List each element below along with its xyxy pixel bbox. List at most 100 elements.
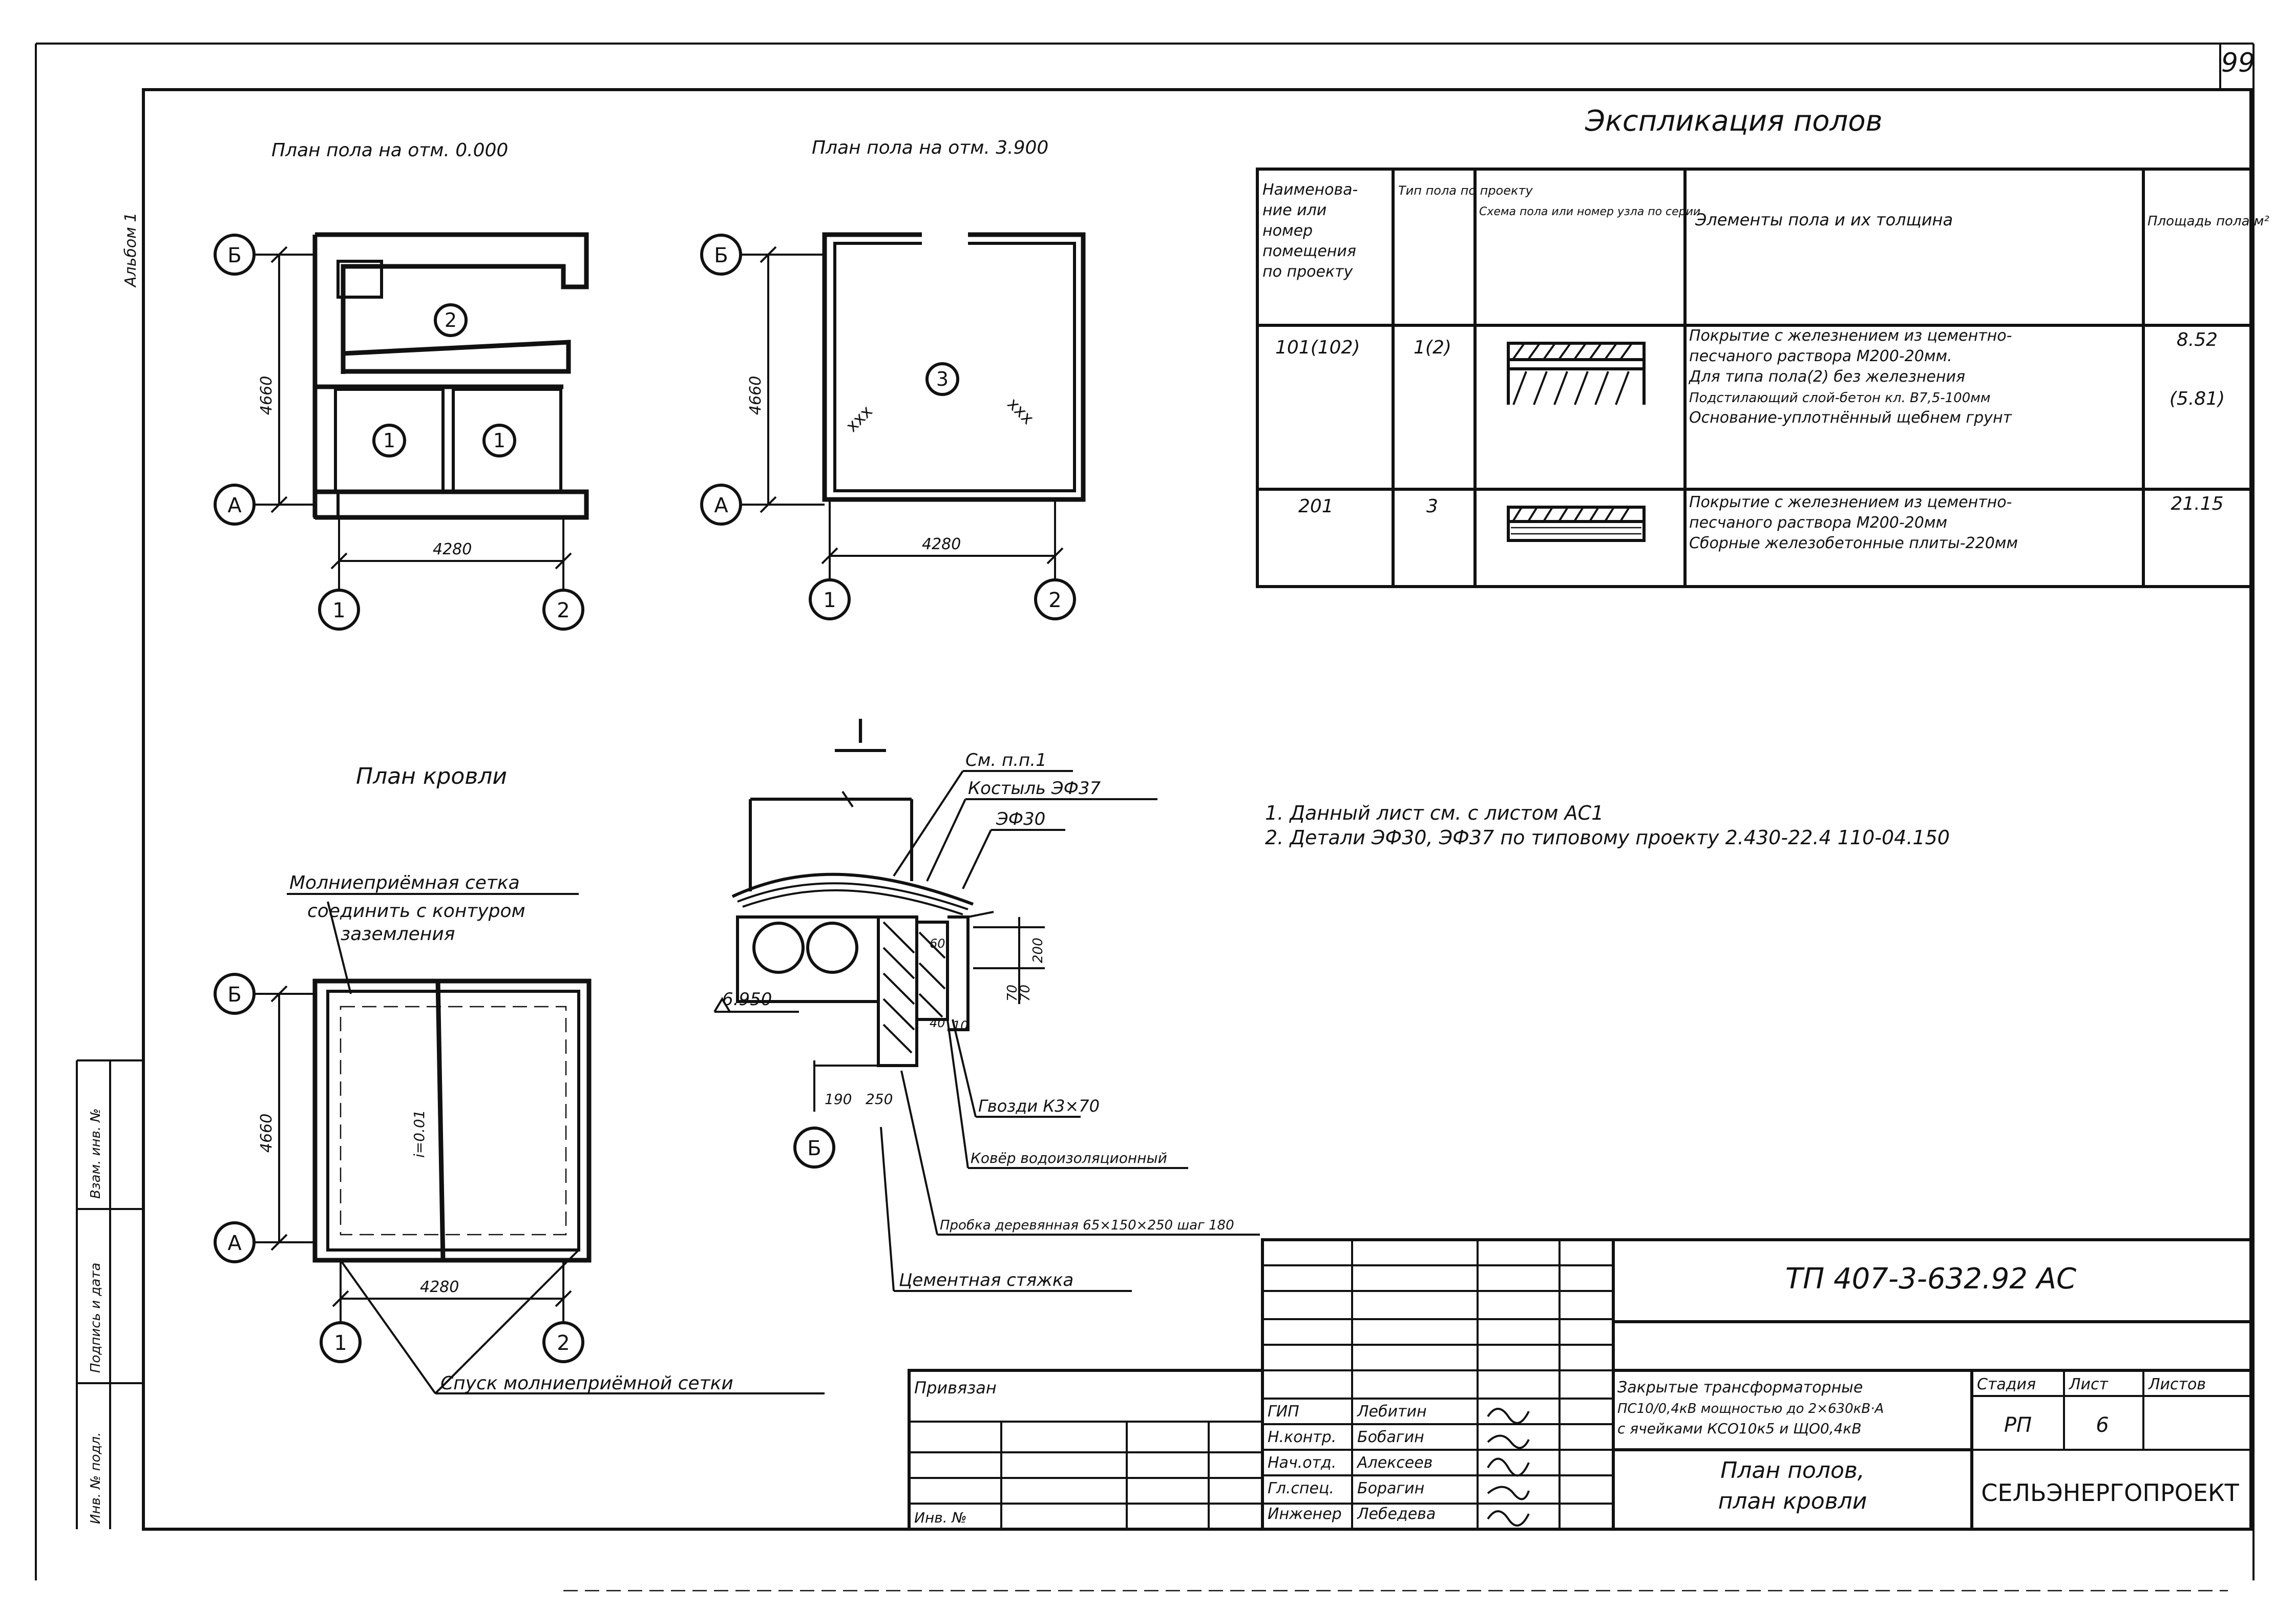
detail-callout-carpet: Ковёр водоизоляционный <box>971 1150 1167 1166</box>
organization: СЕЛЬЭНЕРГОПРОЕКТ <box>1981 1479 2239 1507</box>
row2-room: 201 <box>1298 496 1334 517</box>
doc-desc-2: ПС10/0,4кВ мощностью до 2×630кВ·А <box>1617 1401 1884 1416</box>
plan-roof: План кровли Молниеприёмная сетка соедини… <box>214 763 825 1394</box>
detail-callout-crutch: Костыль ЭФ37 <box>968 778 1101 799</box>
note-2: 2. Детали ЭФ30, ЭФ37 по типовому проекту… <box>1265 826 1950 849</box>
detail-callout-see: См. п.п.1 <box>965 750 1047 770</box>
ground-dim-vertical: 4660 <box>258 376 276 415</box>
explication-table: Экспликация полов Наименова- ние или ном… <box>1256 105 2269 588</box>
row2-el-2: песчаного раствора М200-20мм <box>1689 514 1947 532</box>
ground-room-1a-mark: 1 <box>383 429 395 452</box>
detail-dim-70a: 70 <box>1005 985 1020 1002</box>
sheet-value: 6 <box>2096 1413 2109 1437</box>
plan-ground-title: План пола на отм. 0.000 <box>271 140 508 161</box>
plan-upper-title: План пола на отм. 3.900 <box>812 137 1048 158</box>
roof-callout-downlead: Спуск молниеприёмной сетки <box>440 1373 733 1394</box>
roof-callout-connect: соединить с контуром <box>307 901 525 922</box>
detail-dim-190: 190 <box>825 1091 852 1108</box>
role-gip: ГИП <box>1268 1403 1299 1421</box>
row1-area: 8.52 <box>2177 329 2218 350</box>
sheet-frame <box>35 43 2255 1592</box>
inv-label: Инв. № <box>914 1509 967 1526</box>
detail-callout-screed: Цементная стяжка <box>899 1270 1073 1290</box>
sheet-number: 99 <box>2221 48 2255 78</box>
name-5: Лебедева <box>1357 1505 1436 1523</box>
role-nkontr: Н.контр. <box>1268 1428 1336 1446</box>
stage-label: Стадия <box>1977 1375 2036 1393</box>
detail-callout-ef30: ЭФ30 <box>996 809 1045 829</box>
plan-ground-floor: План пола на отм. 0.000 2 1 1 Б А 1 2 <box>214 140 589 631</box>
header-scheme: Схема пола или номер узла по серии <box>1479 205 1700 218</box>
header-type: Тип пола по проекту <box>1398 183 1533 198</box>
detail-dim-40: 40 <box>930 1016 945 1030</box>
detail-dim-70b: 70 <box>1018 985 1033 1002</box>
explication-title: Экспликация полов <box>1585 105 1883 138</box>
doc-code: ТП 407-3-632.92 АС <box>1785 1262 2076 1296</box>
detail-callout-plug: Пробка деревянная 65×150×250 шаг 180 <box>940 1218 1234 1233</box>
title-block: ТП 407-3-632.92 АС Закрытые трансформато… <box>908 1238 2252 1531</box>
row2-scheme <box>1507 506 1646 542</box>
ground-dim-horizontal: 4280 <box>433 540 472 558</box>
detail-dim-200: 200 <box>1030 937 1046 963</box>
tied-label: Привязан <box>914 1378 997 1398</box>
role-glspec: Гл.спец. <box>1268 1479 1334 1497</box>
row2-el-1: Покрытие с железнением из цементно- <box>1689 493 2012 511</box>
name-1: Лебитин <box>1357 1403 1427 1421</box>
row1-type: 1(2) <box>1414 337 1451 358</box>
detail-i: I См. п.п.1 Костыль ЭФ37 ЭФ30 200 7 <box>713 713 1260 1292</box>
side-stamp: Альбом 1 Взам. инв. № Подпись и дата Инв… <box>76 213 143 1529</box>
row1-el-4: Подстилающий слой-бетон кл. В7,5-100мм <box>1689 390 1990 406</box>
row1-room: 101(102) <box>1275 337 1360 358</box>
upper-hatch-left: ххх <box>842 402 876 436</box>
roof-dim-vertical: 4660 <box>258 1114 276 1153</box>
ground-axis-2: 2 <box>557 599 570 622</box>
ground-room-1b-mark: 1 <box>493 429 505 452</box>
roof-axis-b: Б <box>227 983 241 1007</box>
row1-el-1: Покрытие с железнением из цементно- <box>1689 327 2012 345</box>
note-1: 1. Данный лист см. с листом АС1 <box>1265 802 1604 824</box>
sheet-title-1: План полов, <box>1720 1457 1865 1484</box>
stamp-label-signature: Подпись и дата <box>88 1263 103 1373</box>
ground-axis-1: 1 <box>332 599 345 622</box>
header-room: Наименова- ние или номер помещения по пр… <box>1262 181 1363 281</box>
sheet-label: Лист <box>2069 1375 2109 1393</box>
header-room-bound: Наименование или номер помещения по прое… <box>1262 307 1276 308</box>
signatures <box>1487 1408 1530 1527</box>
role-engineer: Инженер <box>1268 1505 1342 1523</box>
row1-el-2: песчаного раствора М200-20мм. <box>1689 347 1952 365</box>
row1-el-5: Основание-уплотнённый щебнем грунт <box>1689 409 2013 427</box>
plan-roof-title: План кровли <box>356 763 507 789</box>
row1-el-3: Для типа пола(2) без железнения <box>1688 368 1965 386</box>
detail-dim-250: 250 <box>866 1091 893 1108</box>
row1-scheme <box>1507 342 1646 405</box>
upper-room-3-mark: 3 <box>936 368 949 390</box>
sheet-title-2: план кровли <box>1718 1488 1867 1514</box>
stamp-label-inventory: Инв. № подл. <box>88 1432 103 1524</box>
upper-axis-b: Б <box>714 244 728 267</box>
row2-el-3: Сборные железобетонные плиты-220мм <box>1689 534 2018 552</box>
stamp-label-replace: Взам. инв. № <box>88 1108 103 1199</box>
row2-type: 3 <box>1426 496 1438 517</box>
name-2: Бобагин <box>1357 1428 1424 1446</box>
upper-axis-2: 2 <box>1048 589 1061 612</box>
header-elements: Элементы пола и их толщина <box>1695 210 1953 230</box>
notes: 1. Данный лист см. с листом АС1 2. Детал… <box>1265 802 1950 849</box>
ground-axis-a: А <box>227 494 242 517</box>
roof-dim-horizontal: 4280 <box>420 1278 459 1296</box>
roof-callout-earthing: заземления <box>341 924 455 945</box>
album-label: Альбом 1 <box>122 213 140 288</box>
stage-value: РП <box>2004 1413 2032 1437</box>
roof-callout-grid: Молниеприёмная сетка <box>289 872 520 893</box>
doc-desc-1: Закрытые трансформаторные <box>1617 1379 1863 1396</box>
roof-axis-a: А <box>227 1232 242 1255</box>
row2-area: 21.15 <box>2171 493 2223 514</box>
upper-dim-horizontal: 4280 <box>922 535 961 553</box>
row1-area-alt: (5.81) <box>2169 388 2225 409</box>
name-3: Алексеев <box>1356 1454 1433 1472</box>
upper-dim-vertical: 4660 <box>747 376 765 415</box>
upper-hatch-right: ххх <box>1003 394 1038 428</box>
detail-dim-60: 60 <box>930 936 945 951</box>
roof-slope: i=0.01 <box>411 1110 428 1158</box>
roof-axis-1: 1 <box>334 1331 347 1355</box>
